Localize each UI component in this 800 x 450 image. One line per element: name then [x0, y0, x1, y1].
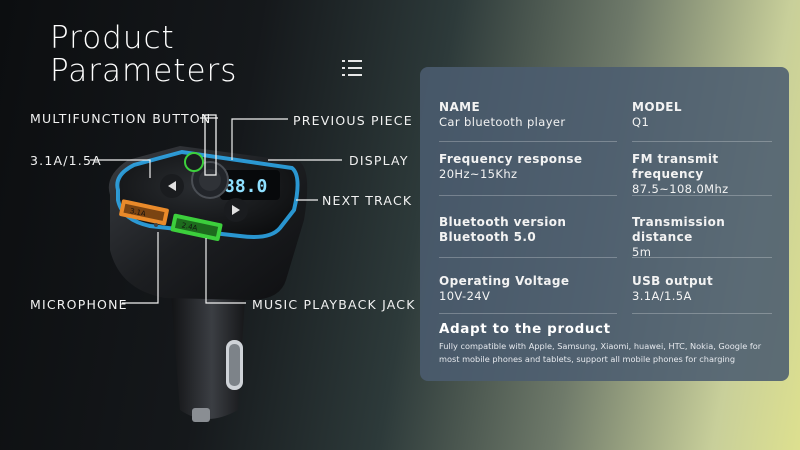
bluetooth-icon — [184, 152, 204, 172]
previous-icon — [168, 181, 176, 191]
usb-port-orange-label: 3.1A — [129, 207, 146, 218]
car-charger-device: 88.0 3.1A 2.4A — [90, 114, 342, 422]
microphone-hole — [154, 223, 158, 227]
page-title: Product Parameters — [50, 22, 237, 88]
display-screen — [220, 170, 280, 200]
usb-port-green-label: 2.4A — [181, 221, 198, 232]
label-previous-piece: PREVIOUS PIECE — [293, 113, 413, 128]
label-next-track: NEXT TRACK — [322, 193, 413, 208]
adapt-title: Adapt to the product — [439, 321, 611, 337]
label-display: DISPLAY — [349, 153, 409, 168]
title-line-1: Product — [50, 20, 175, 56]
callout-lines — [90, 117, 342, 304]
menu-icon[interactable] — [342, 60, 362, 76]
plug-tip — [192, 408, 210, 422]
title-line-2: Parameters — [50, 53, 238, 89]
next-icon — [232, 205, 240, 215]
display-readout: 88.0 — [224, 176, 267, 197]
label-music-playback-jack: MUSIC PLAYBACK JACK — [252, 297, 416, 312]
label-current: 3.1A/1.5A — [30, 153, 102, 168]
label-multifunction-button: MULTIFUNCTION BUTTON — [30, 111, 212, 126]
adapt-text: Fully compatible with Apple, Samsung, Xi… — [439, 341, 762, 364]
label-microphone: MICROPHONE — [30, 297, 128, 312]
